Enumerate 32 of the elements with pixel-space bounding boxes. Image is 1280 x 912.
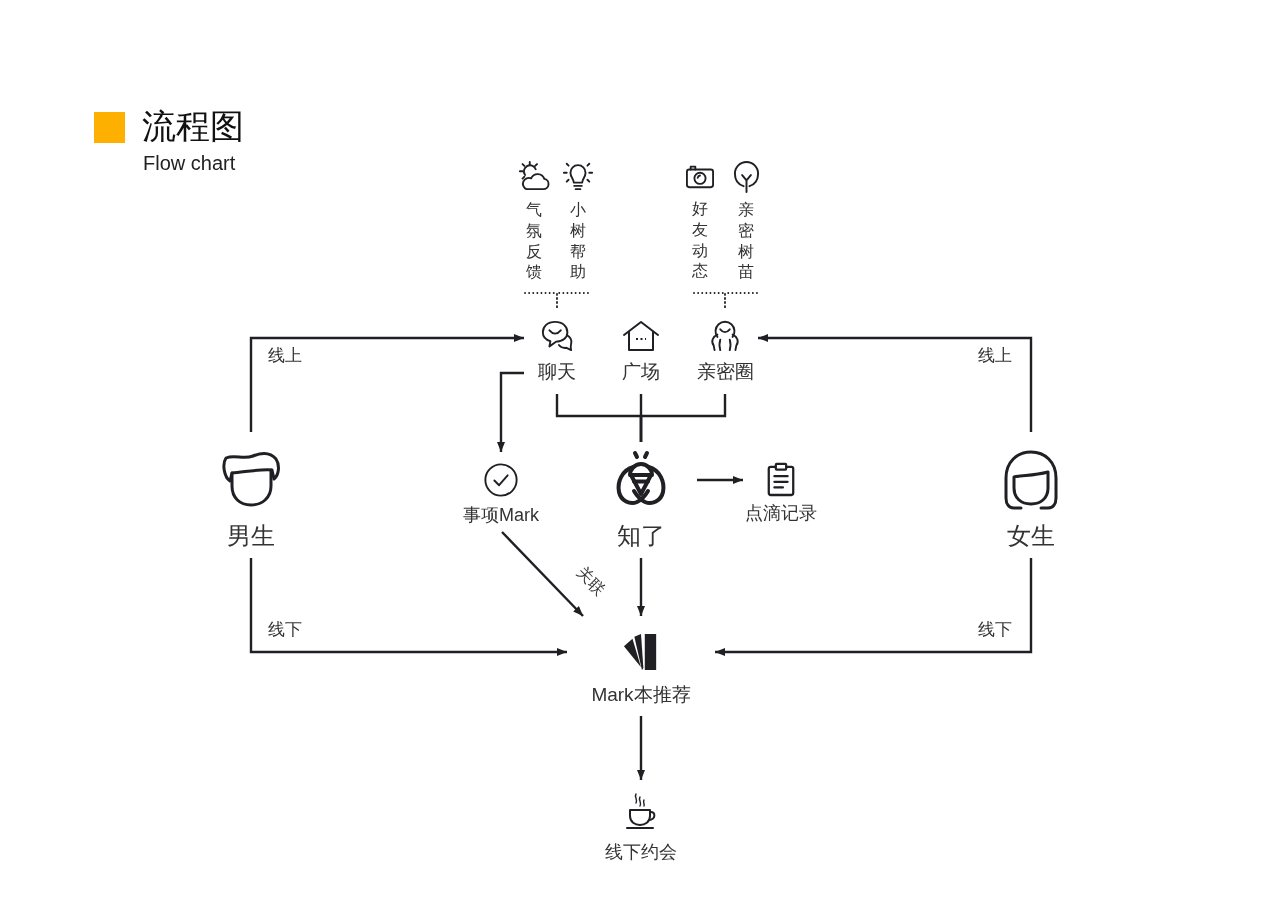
subtitle: Flow chart xyxy=(143,151,236,175)
arrow xyxy=(758,334,1033,432)
edge-label: 线上 xyxy=(978,346,1012,366)
arrow xyxy=(715,558,1033,656)
vertical-label: 好友动态 xyxy=(692,199,708,282)
edge-label: 线上 xyxy=(268,346,302,366)
dotted-connector xyxy=(693,292,726,311)
vertical-label: 小树帮助 xyxy=(570,200,586,283)
node-label: 广场 xyxy=(622,361,660,384)
arrow xyxy=(637,558,645,616)
node-label: 女生 xyxy=(1007,522,1055,551)
node-label: 事项Mark xyxy=(463,505,539,527)
node-label: 知了 xyxy=(617,522,665,551)
arrow xyxy=(637,716,645,780)
arrow xyxy=(249,334,524,432)
arrow xyxy=(697,476,743,484)
title: 流程图 xyxy=(142,106,244,147)
node-label: 点滴记录 xyxy=(745,503,817,525)
vertical-label: 亲密树苗 xyxy=(738,200,754,283)
node-label: 聊天 xyxy=(538,361,576,384)
edge-label: 线下 xyxy=(268,620,302,640)
arrow xyxy=(497,371,524,452)
edge-label: 线下 xyxy=(978,620,1012,640)
connector-line xyxy=(639,394,727,442)
node-label: 男生 xyxy=(227,522,275,551)
node-label: 亲密圈 xyxy=(696,361,754,384)
node-label: 线下约会 xyxy=(605,842,677,864)
node-label: Mark本推荐 xyxy=(591,684,691,707)
vertical-label: 气氛反馈 xyxy=(526,200,542,283)
arrow xyxy=(249,558,567,656)
dotted-connector xyxy=(556,292,589,311)
arrow xyxy=(501,531,584,617)
